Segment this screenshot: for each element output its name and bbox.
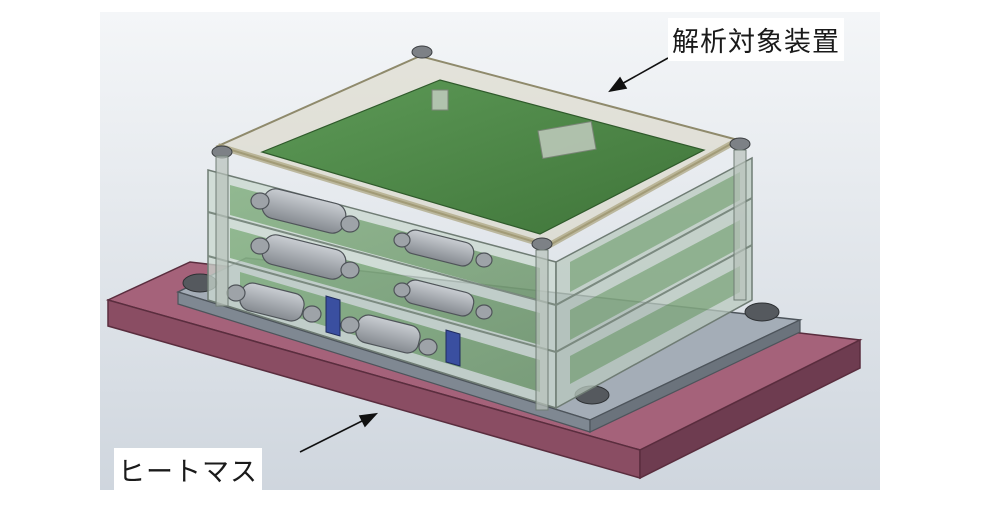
bolt-icon bbox=[411, 45, 433, 59]
target-device-label: 解析対象装置 bbox=[668, 18, 844, 61]
top-pcb-board bbox=[260, 79, 706, 235]
dsub-connector bbox=[250, 188, 360, 234]
enclosure-side-face bbox=[555, 156, 753, 410]
spacer-brackets bbox=[325, 295, 461, 367]
dsub-connector bbox=[250, 234, 360, 280]
annotation-arrows bbox=[299, 57, 669, 453]
corner-posts bbox=[215, 149, 747, 411]
heat-mass-side-face bbox=[639, 338, 861, 480]
target-arrow-line bbox=[617, 57, 669, 87]
dsub-connector bbox=[226, 282, 322, 323]
target-arrow-head bbox=[608, 76, 628, 93]
dsub-connector bbox=[393, 229, 493, 268]
lid-bolts bbox=[211, 45, 751, 251]
pcb-component bbox=[537, 120, 597, 160]
heat-mass-label: ヒートマス bbox=[114, 448, 262, 491]
bolt-icon bbox=[729, 137, 751, 151]
dsub-connector bbox=[393, 279, 493, 320]
heatmass-arrow-line bbox=[299, 417, 369, 453]
heatmass-arrow-head bbox=[358, 412, 379, 428]
pcb-component bbox=[431, 89, 449, 111]
connectors bbox=[226, 188, 493, 356]
bolt-icon bbox=[531, 237, 553, 251]
dsub-connector bbox=[340, 314, 438, 356]
bolt-icon bbox=[744, 302, 780, 322]
